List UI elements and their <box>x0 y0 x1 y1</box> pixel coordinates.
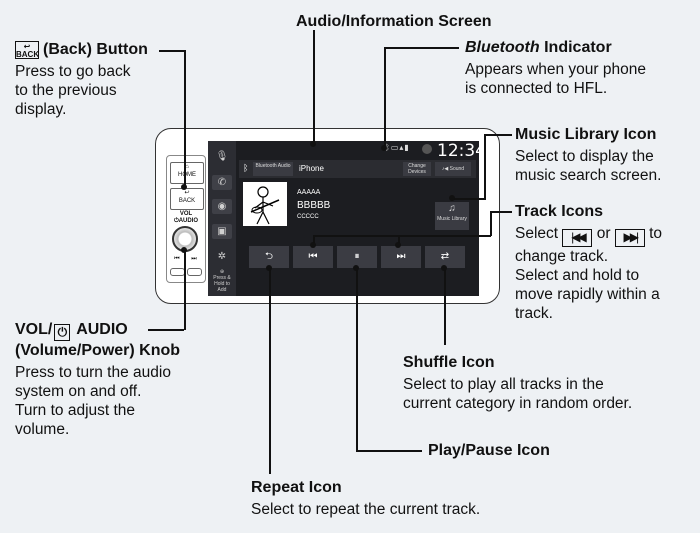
knob-label-audio: ⏻AUDIO <box>173 218 199 224</box>
track-title: Track Icons <box>515 203 604 220</box>
phone-icon[interactable]: ✆ <box>212 175 232 190</box>
music-library-desc: Select to display the music search scree… <box>515 148 662 184</box>
press-hold-label: Press & Hold to Add <box>213 275 231 293</box>
status-glyphs: ▭▴▮ <box>390 143 410 152</box>
skip-forward-pad <box>187 268 202 276</box>
source-button[interactable]: Bluetooth Audio <box>253 162 293 176</box>
music-library-title: Music Library Icon <box>515 126 657 143</box>
track-desc: Select |◀◀ or ▶▶| to change track. Selec… <box>515 225 663 322</box>
track-callout: Track Icons Select |◀◀ or ▶▶| to change … <box>515 202 662 323</box>
add-icon: ⊕ <box>219 269 225 275</box>
shuffle-button[interactable]: ⇄ <box>425 246 465 268</box>
repeat-button[interactable]: ⮌ <box>249 246 289 268</box>
repeat-desc: Select to repeat the current track. <box>251 501 481 518</box>
music-library-icon: ♫ <box>448 203 456 214</box>
skip-forward-button[interactable]: ⏭ <box>191 256 197 262</box>
back-desc: Press to go back to the previous display… <box>15 63 131 118</box>
back-button[interactable]: ↩ BACK <box>170 188 204 210</box>
device-name: iPhone <box>299 164 324 173</box>
home-button-label: HOME <box>178 172 196 178</box>
knob-label: VOL ⏻AUDIO <box>170 211 202 225</box>
bluetooth-icon: ᛒ <box>385 143 391 152</box>
user-icon <box>422 144 432 154</box>
vol-callout: VOL/⏻ AUDIO (Volume/Power) Knob Press to… <box>15 320 180 439</box>
vol-title: VOL/⏻ AUDIO <box>15 321 128 341</box>
press-hold-add[interactable]: ⊕ Press & Hold to Add <box>212 269 232 293</box>
microphone-icon[interactable]: 🎙 <box>215 151 229 162</box>
bluetooth-desc: Appears when your phone is connected to … <box>465 61 646 97</box>
track-line-2: BBBBB <box>297 200 331 211</box>
back-title: ↩BACK(Back) Button <box>15 40 148 59</box>
clock: 12:34 <box>437 141 486 161</box>
bluetooth-callout: Bluetooth Indicator Appears when your ph… <box>465 38 646 98</box>
track-line-3: CCCCC <box>297 214 319 220</box>
repeat-title: Repeat Icon <box>251 479 342 496</box>
back-button-label: BACK <box>178 198 196 204</box>
album-art <box>243 182 287 226</box>
next-track-button[interactable]: ⏭ <box>381 246 421 268</box>
power-icon: ⏻ <box>54 324 71 341</box>
previous-track-button[interactable]: ⏮ <box>293 246 333 268</box>
hardware-button-panel: ⌂ HOME ↩ BACK VOL ⏻AUDIO ⏮ ⏭ <box>166 155 206 283</box>
bluetooth-icon-small: ᛒ <box>243 163 249 173</box>
status-icons: ᛒ▭▴▮ <box>385 143 425 155</box>
music-library-callout: Music Library Icon Select to display the… <box>515 125 661 185</box>
repeat-callout: Repeat Icon Select to repeat the current… <box>251 478 480 519</box>
music-library-label: Music Library <box>437 216 467 222</box>
guitarist-illustration <box>250 186 280 225</box>
play-pause-button[interactable]: ⏸ <box>337 246 377 268</box>
screen-sidebar: 🎙 ✆ ◉ ▣ ✲ ⊕ Press & Hold to Add <box>208 141 236 296</box>
sound-button[interactable]: ♪◀ Sound <box>435 162 471 176</box>
home-button[interactable]: ⌂ HOME <box>170 162 204 184</box>
next-track-icon: ▶▶| <box>614 229 645 247</box>
play-pause-title: Play/Pause Icon <box>428 442 550 459</box>
back-icon: ↩ <box>184 190 190 196</box>
vol-title-2: (Volume/Power) Knob <box>15 342 181 359</box>
skip-back-pad <box>170 268 185 276</box>
music-library-button[interactable]: ♫ Music Library <box>435 202 469 230</box>
bluetooth-title: Bluetooth Indicator <box>465 39 612 56</box>
shuffle-callout: Shuffle Icon Select to play all tracks i… <box>403 353 632 413</box>
track-line-1: AAAAA <box>297 189 321 196</box>
brightness-icon[interactable]: ✲ <box>217 251 227 262</box>
back-icon: ↩BACK <box>15 40 40 59</box>
audio-screen-title: Audio/Information Screen <box>296 13 492 30</box>
change-devices-button[interactable]: Change Devices <box>403 162 431 176</box>
vol-desc: Press to turn the audio system on and of… <box>15 364 171 438</box>
source-bar: ᛒ Bluetooth Audio iPhone Change Devices … <box>239 160 476 178</box>
back-callout: ↩BACK(Back) Button Press to go back to t… <box>15 40 148 119</box>
previous-track-icon: |◀◀ <box>562 229 593 247</box>
home-icon: ⌂ <box>185 164 189 170</box>
settings-icon[interactable]: ▣ <box>212 224 232 239</box>
navigation-icon[interactable]: ◉ <box>212 199 232 214</box>
skip-back-button[interactable]: ⏮ <box>174 256 180 262</box>
knob-label-vol: VOL <box>179 211 193 217</box>
shuffle-desc: Select to play all tracks in the current… <box>403 376 633 412</box>
shuffle-title: Shuffle Icon <box>403 354 495 371</box>
